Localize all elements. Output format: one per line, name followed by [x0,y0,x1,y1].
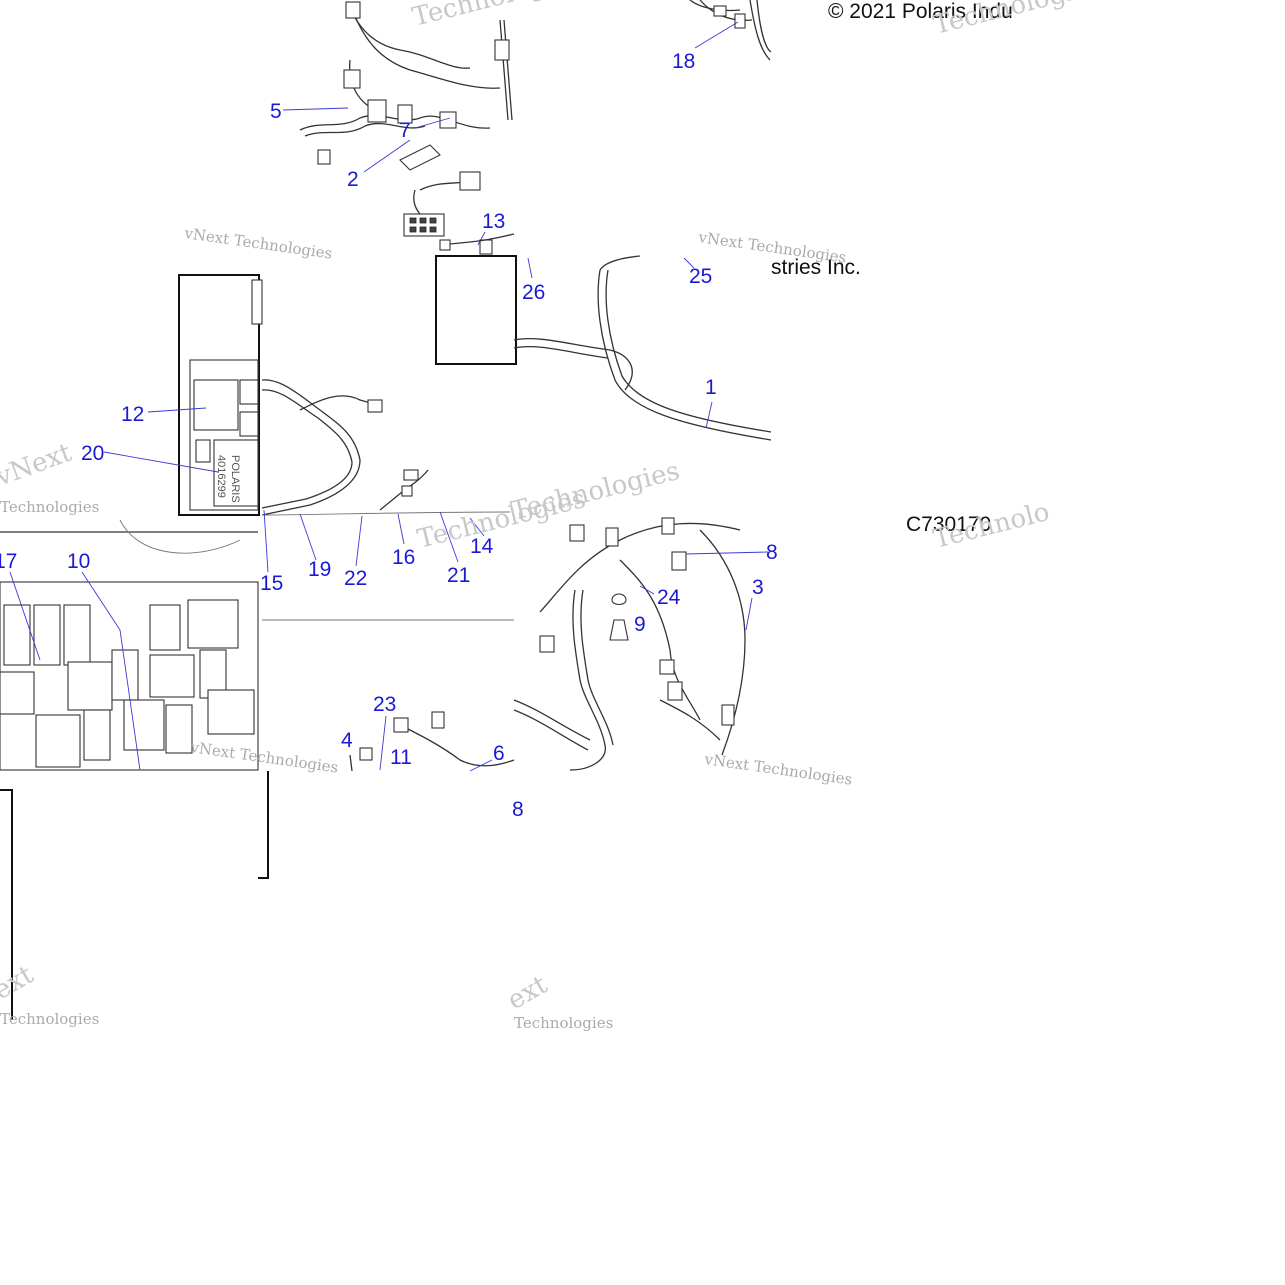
callout-19: 19 [308,558,331,581]
callout-15: 15 [260,572,283,595]
callout-16: 16 [392,546,415,569]
callout-8: 8 [766,541,778,564]
callout-26: 26 [522,281,545,304]
watermark: Technologies [508,456,682,527]
callout-23: 23 [373,693,396,716]
watermark: Technologies [0,498,99,516]
watermark: vNext Technologies [182,224,333,263]
tile-lower-center [0,711,515,1020]
copyright-tail: stries Inc. [771,256,861,279]
fuse-box-brand: POLARIS [229,455,241,503]
watermark: Technologies [409,0,583,33]
callout-5: 5 [270,100,282,123]
watermark: ext [0,960,39,1007]
copyright-text: © 2021 Polaris Indu [828,0,1013,23]
callout-4: 4 [341,729,353,752]
callout-13: 13 [482,210,505,233]
callout-21: 21 [447,564,470,587]
callout-1: 1 [705,376,717,399]
callout-2: 2 [347,168,359,191]
callout-9: 9 [634,613,646,636]
watermark: ext [503,970,554,1017]
watermark: vNext Technologies [702,750,853,789]
callout-20: 20 [81,442,104,465]
callout-12: 12 [121,403,144,426]
callout-11: 11 [390,746,412,769]
tile-upper-harness: Technologies [282,0,584,255]
drawing-code: C730170 [906,513,991,536]
relay-grid [409,217,437,233]
callout-6: 6 [493,742,505,765]
callout-14: 14 [470,535,494,558]
watermark: Technologies [0,1010,99,1028]
fuse-slots [0,599,255,768]
callout-8-lower: 8 [512,798,524,821]
fuse-box-part-number: 4016299 [215,455,227,498]
callout-10: 10 [67,550,90,573]
callout-3: 3 [752,576,764,599]
watermark: Technolo [930,497,1052,555]
callout-22: 22 [344,567,367,590]
tile-fuse-block-closeup: vNext Technologies [0,519,340,777]
callout-18: 18 [672,50,695,73]
callout-24: 24 [657,586,681,609]
callout-25: 25 [689,265,712,288]
callout-7: 7 [399,119,411,142]
tile-top-right [689,0,772,61]
watermark: Technologies [514,1014,613,1032]
callout-numbers: 18 5 7 2 13 26 25 1 12 20 17 10 15 19 22… [0,50,778,821]
watermark: vNext [0,438,76,493]
watermark: Technologies [930,0,1104,41]
callout-17: 17 [0,550,17,573]
tile-main-harness: Technologies vNext Technologies [508,456,853,789]
tile-fuse-box-detail: POLARIS 4016299 vNext Technologies vNext… [0,224,334,516]
watermark: vNext Technologies [188,738,339,777]
